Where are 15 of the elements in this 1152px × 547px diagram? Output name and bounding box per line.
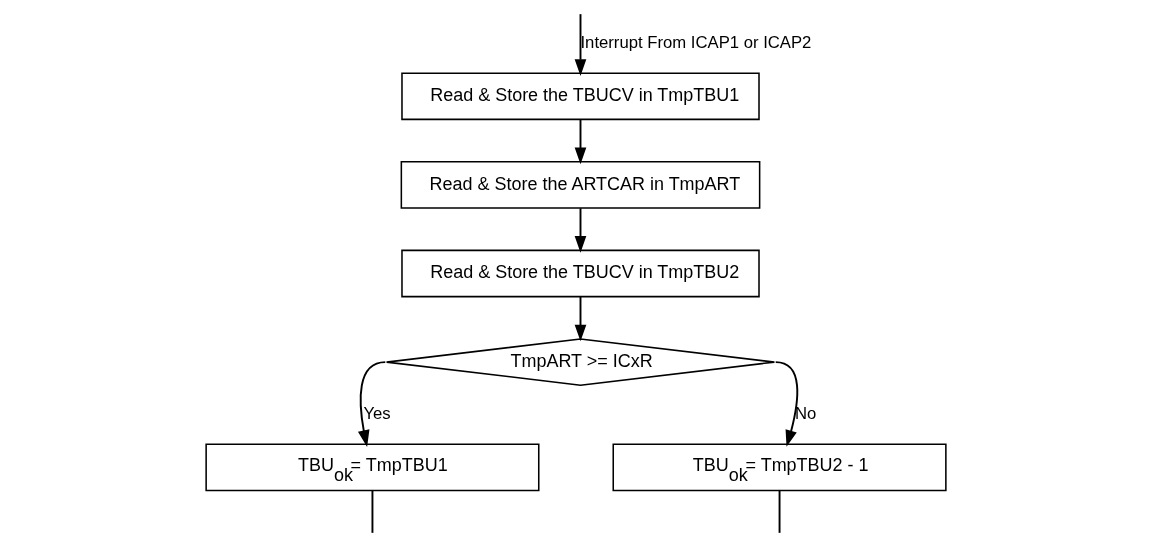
- arrow: [574, 295, 587, 342]
- node-box: Read & Store the ARTCAR in TmpART: [400, 161, 761, 209]
- arrow: [574, 207, 587, 253]
- edge-label: Interrupt From ICAP1 or ICAP2: [580, 32, 812, 52]
- node-box: Read & Store the TBUCV in TmpTBU2: [401, 249, 760, 298]
- connector: [371, 489, 374, 534]
- node-box: Read & Store the TBUCV in TmpTBU1: [401, 72, 760, 121]
- arrow: [574, 13, 587, 76]
- arrow: [774, 361, 799, 447]
- connector: [778, 489, 781, 534]
- edge-label: Yes: [363, 404, 391, 424]
- node-diamond: TmpART >= ICxR: [385, 338, 776, 386]
- arrow: [574, 118, 587, 165]
- edge-label: No: [794, 404, 817, 424]
- arrow: [357, 361, 387, 447]
